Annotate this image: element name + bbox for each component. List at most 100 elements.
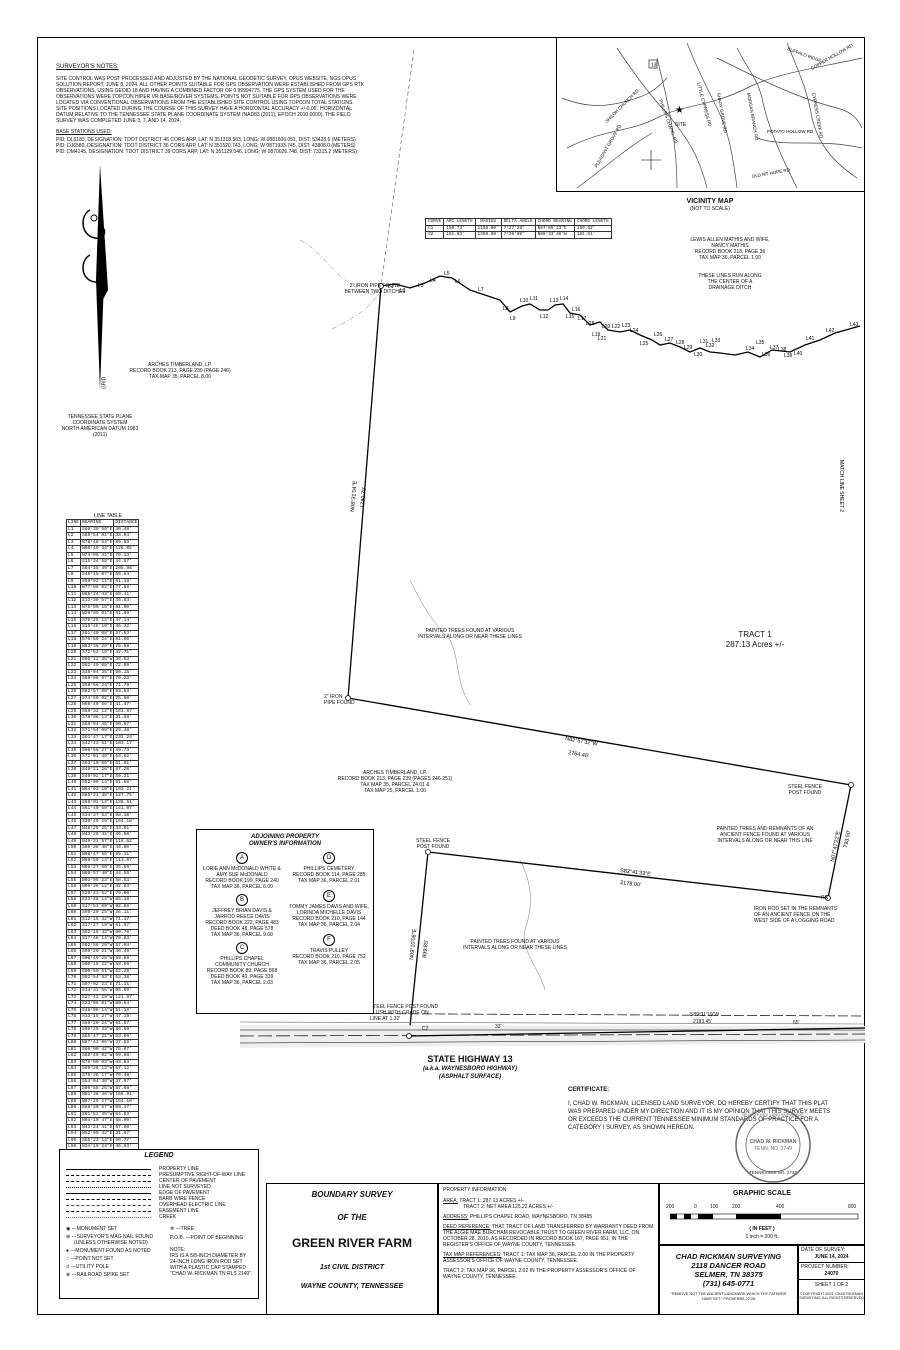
line-table-cell: 61.97' xyxy=(113,922,140,930)
line-table-cell: 136.51' xyxy=(113,798,140,806)
lower-line-distance: 2178.00' xyxy=(620,880,642,889)
line-table-cell: 36.53' xyxy=(113,655,140,663)
base-station-3: PID: DM4145, DESIGNATION: TDOT DISTRICT … xyxy=(56,149,357,155)
pipe-mid-line: PIPE FOUND xyxy=(324,700,355,706)
company-block: CHAD RICKMAN SURVEYING 2118 DANCER ROAD … xyxy=(659,1245,798,1315)
seal-number: TENN. NO. 2749 xyxy=(754,1146,792,1152)
line-table-cell: S52°09'14"E xyxy=(80,779,115,787)
line-table-cell: N87°43'06"W xyxy=(80,1039,115,1047)
legend-item: CENTER OF PAVEMENT xyxy=(66,1178,256,1184)
tree-icon: ✲ xyxy=(170,1226,176,1232)
line-table-cell: S89°26'13"W xyxy=(80,1065,115,1073)
line-table-cell: S27°42'29"W xyxy=(80,993,115,1001)
line-table-cell: 51.81' xyxy=(113,759,140,767)
area-label: AREA: xyxy=(443,1198,459,1204)
graphic-scale-block: GRAPHIC SCALE 200 0 100 200 400 800 ( IN… xyxy=(659,1183,865,1245)
coordinate-system-note: TENNESSEE STATE PLANE COORDINATE SYSTEM … xyxy=(50,414,150,438)
west-fence-post-label: STEEL FENCE POST FOUND xyxy=(408,838,458,850)
line-table-cell: 50.67' xyxy=(113,720,140,728)
line-table-cell: 80.70' xyxy=(113,928,140,936)
line-table-cell: 58.69' xyxy=(113,961,140,969)
line-table-cell: 50.69' xyxy=(113,954,140,962)
line-table-cell: S79°36'17"W xyxy=(80,1071,115,1079)
owner-line: TAX MAP 35, PARCEL 24.01 & xyxy=(360,782,430,788)
pipe-top-line: 2" IRON PIPE FOUND xyxy=(349,283,401,289)
line-table-cell: S34°37'53"E xyxy=(80,811,115,819)
owner-f: F TRAVIS PULLEY RECORD BOOK 210, PAGE 75… xyxy=(287,934,371,966)
title-line-4: 1st CIVIL DISTRICT xyxy=(319,1264,385,1271)
line-table-cell: 31.88' xyxy=(113,714,140,722)
owner-line: TAX MAP 25, PARCEL 1.00 xyxy=(364,788,426,794)
line-table-header: LINE BEARING DISTANCE xyxy=(65,519,140,527)
highway-shield-label: 13 xyxy=(651,63,657,69)
line-table-cell: 103.17' xyxy=(113,740,140,748)
line-table-cell: S00°18'22"W xyxy=(80,961,115,969)
legend-symbol-label: (UNLESS OTHERWISE NOTED) xyxy=(74,1240,148,1246)
note-line: WITH A PLASTIC CAP STAMPED xyxy=(170,1265,246,1271)
state-highway xyxy=(239,1012,866,1048)
line-table-cell: N52°09'42"E xyxy=(80,1130,115,1138)
line-table-cell: 121.97' xyxy=(113,993,140,1001)
owner-line: DEED BOOK 48, PAGE 578 xyxy=(210,926,274,932)
owner-line: JEFFREY BRIAN DAVIS & xyxy=(212,908,272,914)
surveyor-notes: SURVEYOR'S NOTES: SITE CONTROL WAS POST … xyxy=(56,64,366,155)
railroad-spike-icon: ⊗ xyxy=(66,1272,72,1278)
legend-label: LINE NOT SURVEYED xyxy=(159,1184,211,1190)
legend-item: EASEMENT LINE xyxy=(66,1208,256,1214)
monument-found-icon: ● xyxy=(66,1248,71,1254)
owner-line: RECORD BOOK 89, PAGE 868 xyxy=(206,968,278,974)
line-table-cell: 81.68' xyxy=(113,779,140,787)
fence-line: LINE AT 1.32' xyxy=(370,1016,401,1022)
scale-tick: 0 xyxy=(694,1204,697,1210)
fence-line: STEEL FENCE xyxy=(416,838,450,844)
line-table-cell: 46.49' xyxy=(113,948,140,956)
note-line: PAINTED TREES FOUND AT VARIOUS xyxy=(470,939,560,945)
east-fence-post-label: STEEL FENCE POST FOUND xyxy=(780,784,830,796)
legend-item: BARB WIRE FENCE xyxy=(66,1196,256,1202)
line-table-cell: S70°25'12"E xyxy=(80,616,115,624)
road-label-11: OLD MT HOPE RD xyxy=(751,167,791,179)
line-label: L25 xyxy=(640,341,649,347)
project-number-label: PROJECT NUMBER: xyxy=(799,1262,864,1271)
owner-line: TAX MAP 36, PARCEL 1.00 xyxy=(699,255,761,261)
owner-letter-c-icon: C xyxy=(236,942,248,954)
line-table-cell: 44.55' xyxy=(113,870,140,878)
owner-line: LORINDA MICHELLE DAVIS xyxy=(296,910,362,916)
company-street: 2118 DANCER ROAD xyxy=(691,1261,766,1270)
base-station-2: PID: DJ6580, DESIGNATION: TDOT DISTRICT … xyxy=(56,143,356,149)
line-table-cell: N78°09'03"W xyxy=(80,1058,115,1066)
rr-label: RR xyxy=(821,895,829,901)
legend-note: NOTE: IRS IS A 5/8-INCH DIAMETER BY 24-I… xyxy=(170,1247,258,1277)
line-table-cell: 72.09' xyxy=(113,662,140,670)
surveyor-notes-title: SURVEYOR'S NOTES: xyxy=(56,64,119,70)
site-label: SITE xyxy=(675,122,687,128)
legend-item: PRESUMPTIVE RIGHT-OF-WAY LINE xyxy=(66,1172,256,1178)
line-table-cell: 60.41' xyxy=(113,590,140,598)
line-table-cell: 44.87' xyxy=(113,558,140,566)
area-tract-2: TRACT 2: NET AREA 125.22 ACRES +/- xyxy=(463,1204,554,1210)
edge-pavement-swatch-icon xyxy=(66,1192,151,1194)
scale-tick: 200 xyxy=(666,1204,675,1210)
legend-symbols-right: ✲ ---TREE P.O.B. ---POINT OF BEGINNING N… xyxy=(170,1226,258,1277)
legend-symbol: ⊕ ---SURVEYOR'S MAG NAIL FOUND xyxy=(66,1234,166,1240)
owner-line: RECORD BOOK 213, PAGE 239 (PAGE 246) xyxy=(129,368,231,374)
tract-title: TRACT 1 xyxy=(738,630,772,639)
curve-cell: N89°33'46"W xyxy=(534,231,575,239)
line-table-cell: 29.48' xyxy=(113,727,140,735)
arches-top-owner-label: ARCHES TIMBERLAND, LP. RECORD BOOK 213, … xyxy=(115,362,245,380)
legend-symbol: ○ ---POINT NOT SET xyxy=(66,1256,166,1262)
adjoining-owners-box: ADJOINING PROPERTY OWNER'S INFORMATION A… xyxy=(196,829,374,1014)
line-label: L21 xyxy=(598,336,607,342)
